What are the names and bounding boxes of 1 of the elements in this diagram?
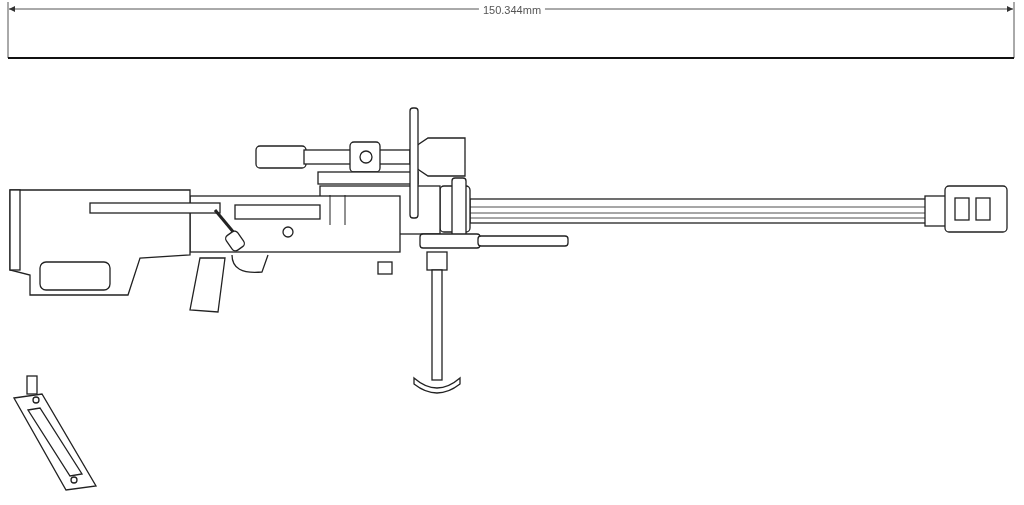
dimension-label: 150.344mm [478, 4, 546, 17]
